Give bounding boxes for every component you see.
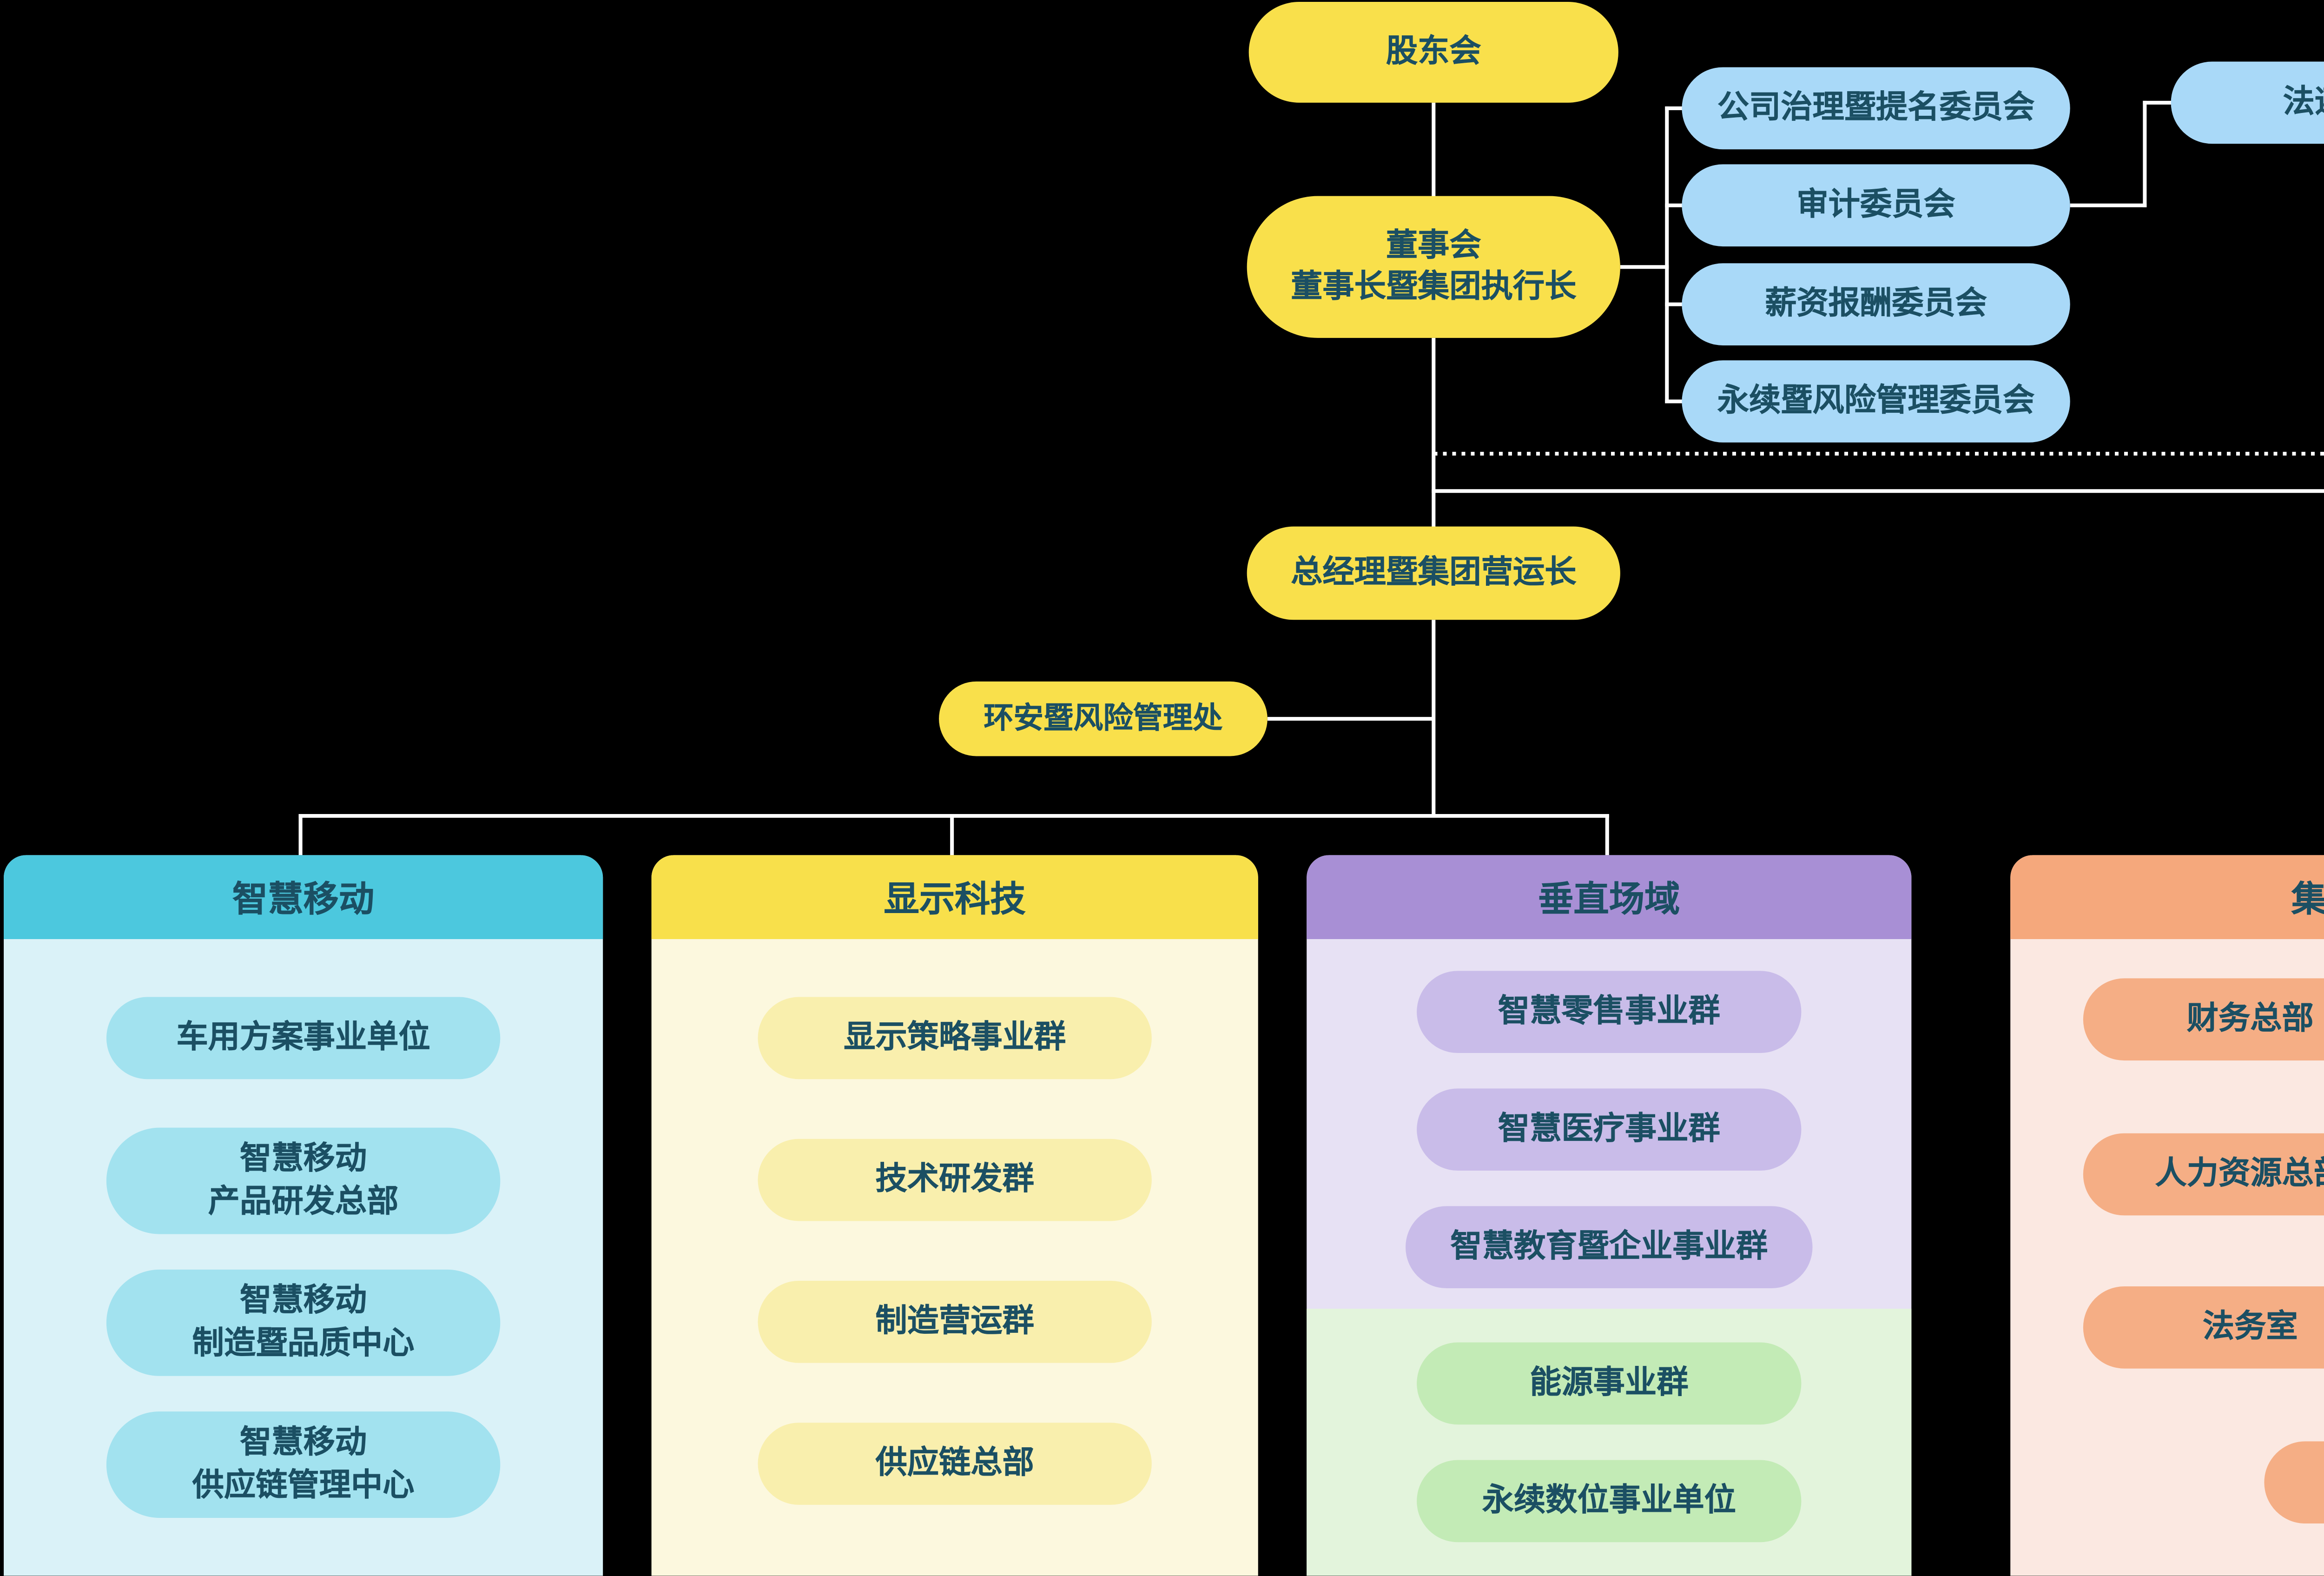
panel-item: 智慧零售事业群 bbox=[1417, 971, 1802, 1053]
panel-group-operations-support-title: 集团营运支援单位 bbox=[2010, 855, 2324, 940]
node-compliance-counsel: 法遵总顾问 bbox=[2171, 61, 2324, 144]
connector-compliance-stub bbox=[2143, 100, 2173, 105]
panel-item: 智慧移动 制造暨品质中心 bbox=[106, 1269, 501, 1376]
panel-item: 财务总部 bbox=[2083, 978, 2324, 1061]
node-ehs-office: 环安暨风险管理处 bbox=[939, 681, 1268, 756]
node-board: 董事会 董事长暨集团执行长 bbox=[1247, 196, 1620, 338]
panel-item: 能源事业群 bbox=[1417, 1342, 1802, 1425]
panel-item: 供应链总部 bbox=[758, 1423, 1152, 1505]
connector-audit-compliance-h bbox=[2070, 203, 2147, 207]
node-president: 总经理暨集团营运长 bbox=[1247, 526, 1620, 620]
panel-item: 永续数位事业单位 bbox=[1417, 1460, 1802, 1543]
panel-item: 智慧教育暨企业事业群 bbox=[1406, 1206, 1813, 1289]
node-committee-audit: 审计委员会 bbox=[1682, 164, 2070, 247]
dotted-compliance-return bbox=[1433, 451, 2324, 456]
panel-item: 车用方案事业单位 bbox=[106, 997, 501, 1079]
panel-group-operations-support: 集团营运支援单位 财务总部 数位技术发展总部 人力资源总部 永续发展总部 法务室… bbox=[2010, 855, 2324, 1576]
panel-vertical-domains: 垂直场域 智慧零售事业群 智慧医疗事业群 智慧教育暨企业事业群 能源事业群 永续… bbox=[1307, 855, 1912, 1576]
connector-stub-committee-3 bbox=[1665, 302, 1684, 306]
connector-units-horizontal bbox=[298, 814, 1609, 818]
panel-item: 人力资源总部 bbox=[2083, 1133, 2324, 1216]
panel-item: 稽核管理处 bbox=[2264, 1441, 2324, 1524]
node-shareholders: 股东会 bbox=[1248, 2, 1618, 103]
connector-stub-committee-1 bbox=[1665, 106, 1684, 110]
node-committee-compensation: 薪资报酬委员会 bbox=[1682, 263, 2070, 345]
connector-board-bracket bbox=[1620, 265, 1669, 269]
connector-stub-committee-2 bbox=[1665, 203, 1684, 207]
node-committee-sustainability-risk: 永续暨风险管理委员会 bbox=[1682, 360, 2070, 443]
connector-board-president bbox=[1432, 338, 1436, 527]
panel-smart-mobility-title: 智慧移动 bbox=[4, 855, 603, 940]
connector-stub-panel-1 bbox=[298, 814, 303, 855]
panel-item: 智慧移动 供应链管理中心 bbox=[106, 1411, 501, 1518]
panel-item: 制造营运群 bbox=[758, 1280, 1152, 1363]
connector-audit-compliance-v bbox=[2143, 100, 2147, 207]
panel-display-technology: 显示科技 显示策略事业群 技术研发群 制造营运群 供应链总部 bbox=[651, 855, 1258, 1576]
connector-bracket-vertical bbox=[1665, 106, 1669, 404]
connector-stub-panel-3 bbox=[1605, 814, 1609, 855]
panel-item: 显示策略事业群 bbox=[758, 997, 1152, 1079]
panel-item: 智慧移动 产品研发总部 bbox=[106, 1127, 501, 1234]
connector-president-units bbox=[1432, 620, 1436, 816]
connector-stub-committee-4 bbox=[1665, 399, 1684, 404]
panel-item: 技术研发群 bbox=[758, 1139, 1152, 1221]
connector-shareholders-board bbox=[1432, 102, 1436, 198]
connector-stub-panel-2 bbox=[950, 814, 954, 855]
panel-item: 法务室 bbox=[2083, 1286, 2324, 1369]
panel-display-technology-title: 显示科技 bbox=[651, 855, 1258, 940]
panel-smart-mobility: 智慧移动 车用方案事业单位 智慧移动 产品研发总部 智慧移动 制造暨品质中心 智… bbox=[4, 855, 603, 1576]
panel-item: 智慧医疗事业群 bbox=[1417, 1088, 1802, 1171]
connector-support-branch-h bbox=[1432, 489, 2324, 493]
panel-vertical-domains-title: 垂直场域 bbox=[1307, 855, 1912, 940]
connector-ehs bbox=[1267, 717, 1434, 721]
node-committee-governance: 公司治理暨提名委员会 bbox=[1682, 67, 2070, 150]
